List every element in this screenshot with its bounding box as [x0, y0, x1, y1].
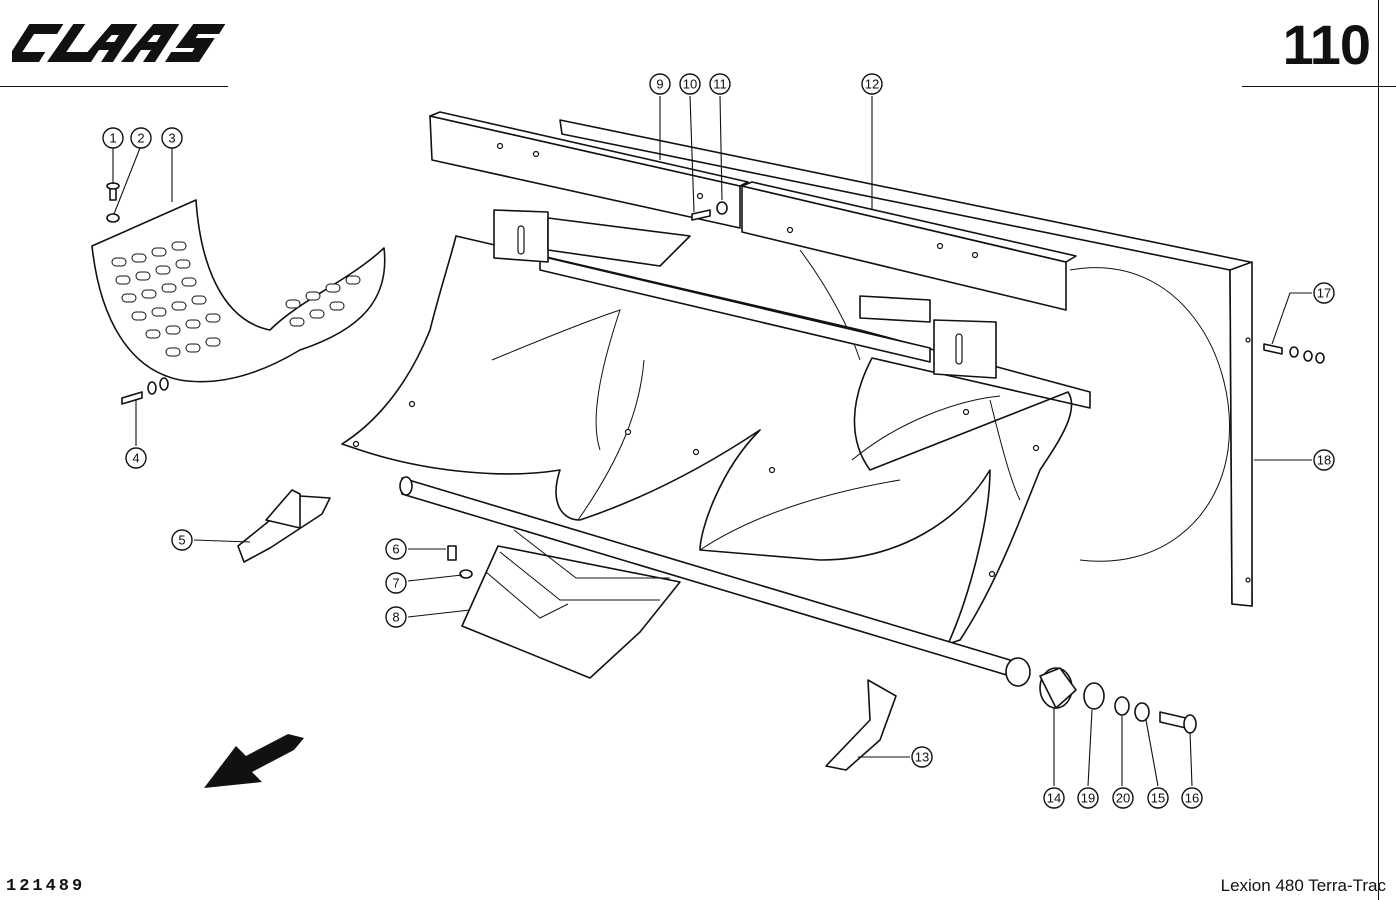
cross-bar-part — [493, 209, 997, 379]
callout-balloons: 1 2 3 4 5 6 7 8 9 10 11 12 13 14 19 20 1… — [102, 73, 1335, 809]
callout-6: 6 — [385, 538, 407, 560]
callout-1-label: 1 — [109, 131, 116, 146]
callout-7: 7 — [385, 572, 407, 594]
callout-4-label: 4 — [132, 451, 139, 466]
callout-14-label: 14 — [1047, 791, 1061, 806]
callout-3-label: 3 — [168, 131, 175, 146]
claas-logo-mark — [5, 24, 226, 62]
callout-16: 16 — [1181, 787, 1203, 809]
callout-8-label: 8 — [392, 610, 399, 625]
fastener-hardware — [106, 182, 1325, 734]
callout-5: 5 — [171, 529, 193, 551]
concave-screen-part — [91, 199, 386, 383]
callout-9: 9 — [649, 73, 671, 95]
callout-17-label: 17 — [1317, 286, 1331, 301]
auger-housing-part — [341, 235, 1091, 645]
callout-17: 17 — [1313, 282, 1335, 304]
header-rule-left — [0, 86, 228, 87]
callout-20: 20 — [1112, 787, 1134, 809]
drive-shaft-part — [399, 476, 1031, 687]
claas-logo — [5, 22, 232, 64]
rear-rail-part — [741, 181, 1077, 311]
bracket-5-part — [237, 489, 331, 563]
header-rule-right — [1242, 86, 1396, 87]
callout-12: 12 — [861, 73, 883, 95]
callout-5-label: 5 — [178, 533, 185, 548]
callout-4: 4 — [125, 447, 147, 469]
leader-lines — [112, 95, 1312, 787]
callout-16-label: 16 — [1185, 791, 1199, 806]
machine-model: Lexion 480 Terra-Trac — [1220, 876, 1386, 895]
rear-panel-part — [559, 119, 1253, 607]
callout-14: 14 — [1043, 787, 1065, 809]
callout-13-label: 13 — [915, 750, 929, 765]
callout-10-label: 10 — [683, 77, 697, 92]
callout-1: 1 — [102, 127, 124, 149]
callout-8: 8 — [385, 606, 407, 628]
callout-10: 10 — [679, 73, 701, 95]
callout-20-label: 20 — [1116, 791, 1130, 806]
callout-18: 18 — [1313, 449, 1335, 471]
callout-19: 19 — [1077, 787, 1099, 809]
callout-11-label: 11 — [713, 77, 727, 92]
callout-2-label: 2 — [137, 131, 144, 146]
callout-7-label: 7 — [392, 576, 399, 591]
callout-9-label: 9 — [656, 77, 663, 92]
upper-rail-part — [429, 111, 749, 229]
guide-plate-part — [461, 529, 681, 679]
travel-direction-arrow — [204, 734, 304, 788]
callout-19-label: 19 — [1081, 791, 1095, 806]
callout-13: 13 — [911, 746, 933, 768]
callout-2: 2 — [130, 127, 152, 149]
callout-11: 11 — [709, 73, 731, 95]
document-id: 121489 — [6, 877, 86, 896]
callout-6-label: 6 — [392, 542, 399, 557]
bracket-13-part — [825, 679, 897, 771]
frame-rule — [1378, 0, 1379, 900]
page-number: 110 — [1282, 13, 1371, 76]
callout-3: 3 — [161, 127, 183, 149]
callout-15: 15 — [1147, 787, 1169, 809]
callout-18-label: 18 — [1317, 453, 1331, 468]
callout-15-label: 15 — [1151, 791, 1165, 806]
callout-12-label: 12 — [865, 77, 879, 92]
